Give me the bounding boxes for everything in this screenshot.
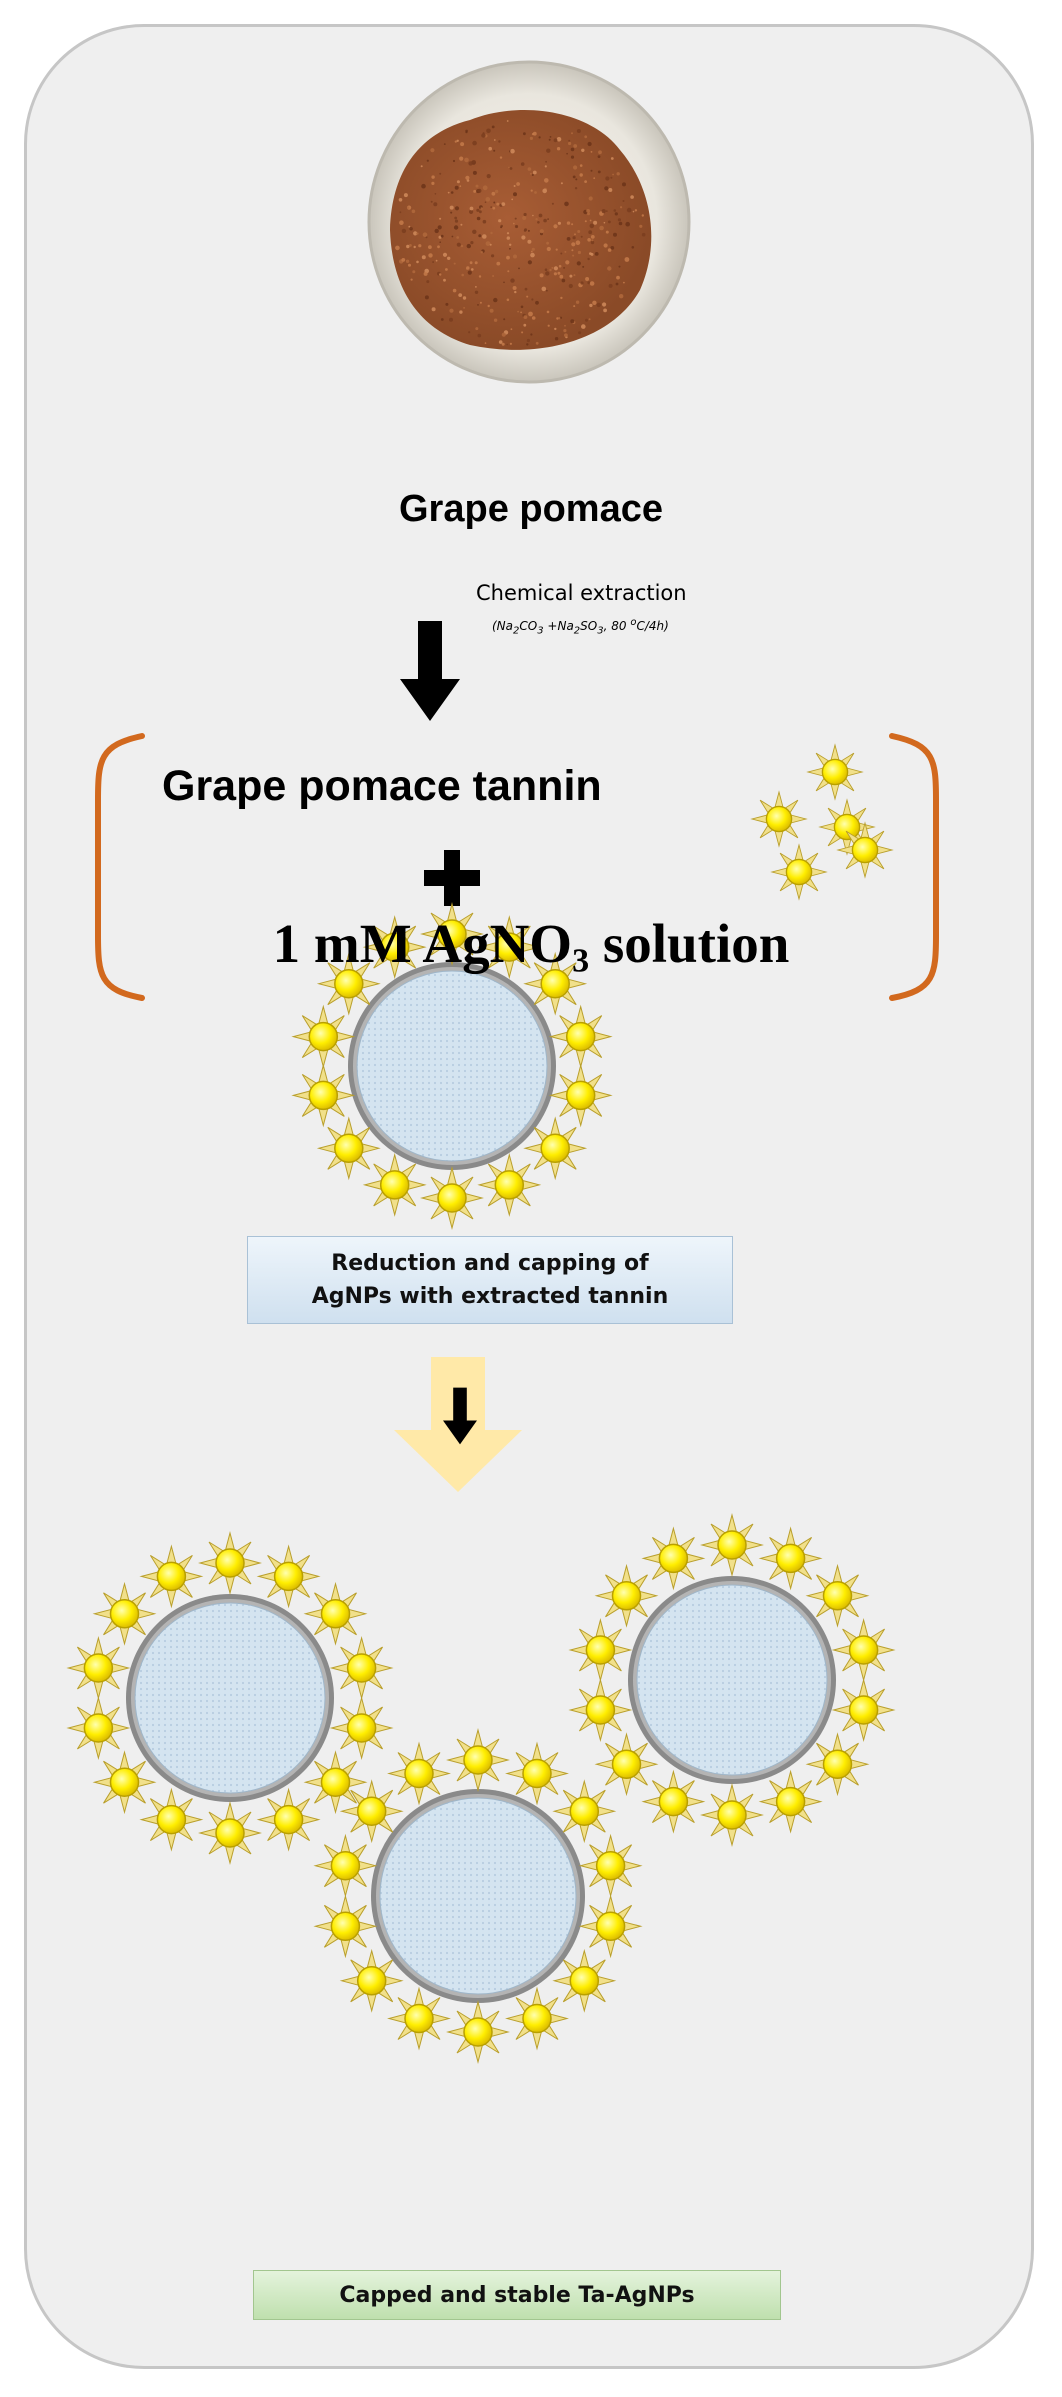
final-caption-text: Capped and stable Ta-AgNPs: [339, 2282, 695, 2308]
tannin-molecule-icon: [642, 1770, 705, 1833]
tannin-molecule-icon: [257, 1545, 320, 1608]
tannin-molecule-icon: [292, 1064, 355, 1127]
tannin-molecule-icon: [701, 1514, 763, 1576]
tannin-molecule-icon: [579, 1895, 642, 1958]
tannin-molecule-icon: [421, 1167, 483, 1229]
silver-nitrate-reactant-label: 1 mM AgNO3 solution: [0, 912, 1062, 981]
tannin-molecule-icon: [806, 1733, 869, 1795]
tannin-molecule-icon: [806, 1565, 869, 1627]
tannin-molecule-icon: [363, 1154, 426, 1216]
tannin-molecule-icon: [759, 1770, 822, 1833]
silver-label-suffix: solution: [589, 913, 790, 974]
tannin-reactant-label: Grape pomace tannin: [162, 762, 602, 810]
capped-nanoparticle-icon: [292, 903, 612, 1229]
tannin-molecule-icon: [579, 1834, 642, 1897]
tannin-molecule-icon: [506, 1987, 568, 2050]
tannin-molecule-cluster-icon: [751, 744, 893, 900]
left-bracket: [95, 733, 145, 1001]
tannin-molecule-icon: [67, 1637, 130, 1699]
right-bracket: [889, 733, 939, 1001]
plus-icon: [424, 850, 480, 906]
capped-nanoparticle-right-icon: [569, 1514, 895, 1846]
tannin-molecule-icon: [340, 1780, 403, 1842]
extraction-step-label: Chemical extraction: [476, 581, 687, 605]
tannin-molecule-icon: [553, 1950, 616, 2012]
reduction-caption-line2: AgNPs with extracted tannin: [311, 1284, 669, 1309]
grape-pomace-label: Grape pomace: [399, 488, 663, 530]
reduction-caption-box: Reduction and capping of AgNPs with extr…: [247, 1236, 733, 1324]
tannin-molecule-icon: [388, 1987, 450, 2050]
tannin-molecule-icon: [642, 1527, 705, 1590]
silver-label-prefix: 1 mM AgNO: [272, 913, 573, 974]
tannin-molecule-icon: [388, 1742, 450, 1805]
tannin-molecule-icon: [199, 1802, 261, 1864]
tannin-molecule-icon: [314, 1834, 377, 1897]
tannin-molecule-icon: [67, 1697, 130, 1759]
capped-nanoparticle-left-icon: [67, 1532, 393, 1864]
tannin-molecule-icon: [340, 1950, 403, 2012]
tannin-molecule-icon: [553, 1780, 616, 1842]
tannin-molecule-icon: [140, 1788, 203, 1851]
capping-down-arrow-icon: [394, 1357, 522, 1492]
tannin-molecule-icon: [304, 1751, 367, 1813]
tannin-molecule-icon: [93, 1583, 156, 1645]
tannin-molecule-icon: [569, 1619, 632, 1681]
final-caption-box: Capped and stable Ta-AgNPs: [253, 2270, 781, 2320]
tannin-molecule-icon: [330, 1637, 393, 1699]
tannin-molecule-icon: [93, 1751, 156, 1813]
extraction-down-arrow-icon: [400, 621, 460, 721]
tannin-molecule-icon: [478, 1154, 541, 1216]
grape-pomace-dish-image: [367, 60, 691, 384]
tannin-molecule-icon: [506, 1742, 568, 1805]
silver-label-subscript: 3: [572, 942, 590, 980]
tannin-molecule-icon: [330, 1697, 393, 1759]
tannin-molecule-icon: [524, 1117, 586, 1180]
tannin-molecule-icon: [314, 1895, 377, 1958]
extraction-conditions: (Na2CO3 +Na2SO3, 80 oC/4h): [492, 617, 669, 637]
tannin-molecule-icon: [569, 1679, 632, 1741]
tannin-molecule-icon: [292, 1005, 355, 1068]
tannin-molecule-icon: [447, 2001, 509, 2063]
tannin-molecule-icon: [832, 1679, 895, 1741]
tannin-molecule-icon: [199, 1532, 261, 1594]
powder-grain-texture: [395, 120, 646, 346]
capped-nanoparticle-bottom-icon: [314, 1729, 642, 2063]
tannin-molecule-icon: [140, 1545, 203, 1608]
tannin-molecule-icon: [759, 1527, 822, 1590]
tannin-molecule-icon: [595, 1733, 658, 1795]
tannin-molecule-icon: [318, 1117, 380, 1180]
tannin-molecule-icon: [832, 1619, 895, 1681]
tannin-molecule-icon: [304, 1583, 367, 1645]
tannin-molecule-icon: [595, 1565, 658, 1627]
reduction-caption-line1: Reduction and capping of: [331, 1251, 649, 1276]
tannin-molecule-icon: [549, 1005, 612, 1068]
tannin-molecule-icon: [257, 1788, 320, 1851]
tannin-molecule-icon: [447, 1729, 509, 1791]
tannin-molecule-icon: [701, 1784, 763, 1846]
tannin-molecule-icon: [549, 1064, 612, 1127]
